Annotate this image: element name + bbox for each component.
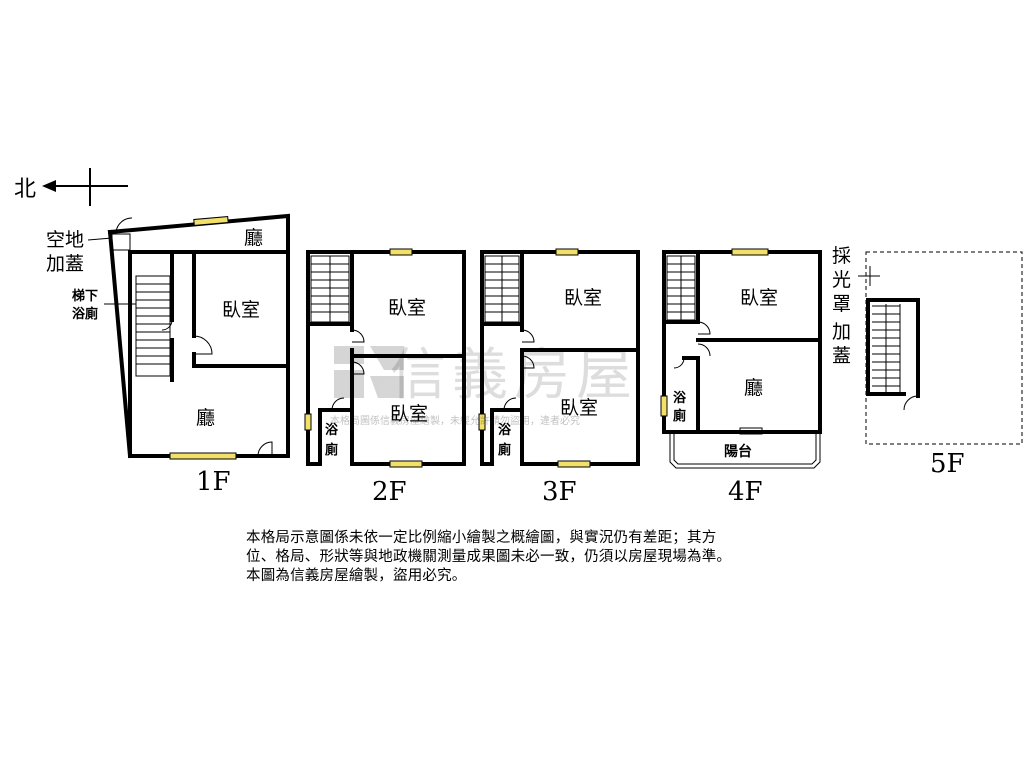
- floor-4-label: 4F: [728, 477, 763, 507]
- floor-1-plan: 空地 加蓋 梯下 浴廁 廳 臥室 廳 1F: [46, 213, 290, 497]
- floor-3-bath-label-2: 廁: [498, 442, 511, 458]
- disclaimer-line-1: 本格局示意圖係未依一定比例縮小繪製之概繪圖，與實況仍有差距；其方: [246, 530, 717, 546]
- floor-5-plan: 採 光 罩 加 蓋 5F: [832, 245, 1023, 479]
- watermark-logo-icon: [334, 346, 404, 398]
- disclaimer-line-2: 位、格局、形狀等與地政機關測量成果圖未必一致，仍須以房屋現場為準。: [246, 549, 732, 565]
- floor-1-stair-bath-label: 梯下: [72, 288, 98, 304]
- floor-5-skylight-label-2: 光: [832, 269, 851, 291]
- floor-4-bath-label-2: 廁: [673, 408, 686, 424]
- stairs: [135, 275, 171, 377]
- floor-1-stair-bath-label-2: 浴廁: [72, 306, 98, 322]
- floor-1-bedroom-label: 臥室: [222, 299, 260, 321]
- watermark-notice: 本格局圖係信義房屋繪製，未經允許請勿盜用，違者必究: [330, 416, 580, 427]
- floor-3-bath-label: 浴: [498, 422, 512, 438]
- floor-3-bedroom-bottom-label: 臥室: [560, 397, 598, 419]
- disclaimer-text: 本格局示意圖係未依一定比例縮小繪製之概繪圖，與實況仍有差距；其方 位、格局、形狀…: [246, 529, 846, 586]
- floor-2-bath-label-2: 廁: [325, 442, 338, 458]
- floor-4-bedroom-label: 臥室: [740, 287, 778, 309]
- floor-5-skylight-label-5: 蓋: [832, 345, 851, 367]
- floor-4-living-label: 廳: [744, 377, 763, 399]
- balcony: [669, 427, 821, 469]
- floor-5-skylight-label-4: 加: [832, 321, 851, 343]
- floor-5-skylight-label-1: 採: [832, 245, 851, 267]
- floor-1-annex-label-2: 加蓋: [46, 253, 84, 275]
- floor-2-plan: 臥室 臥室 浴 廁 2F: [304, 248, 466, 507]
- floor-2-label: 2F: [372, 477, 407, 507]
- stairs: [872, 304, 901, 392]
- floor-5-label: 5F: [930, 449, 965, 479]
- floor-2-bath-label: 浴: [325, 422, 339, 438]
- floor-2-bedroom-top-label: 臥室: [388, 297, 426, 319]
- floor-3-plan: 臥室 臥室 浴 廁 3F: [478, 248, 640, 507]
- stairs: [310, 255, 350, 323]
- disclaimer-line-3: 本圖為信義房屋繪製，盜用必究。: [246, 568, 467, 584]
- stairs: [666, 255, 696, 321]
- north-arrow-icon: [42, 180, 56, 192]
- north-compass: 北: [14, 168, 128, 206]
- floor-1-annex-label: 空地: [46, 229, 84, 251]
- floor-4-bath-label: 浴: [673, 390, 687, 406]
- floor-1-top-room-label: 廳: [244, 227, 263, 249]
- floor-1-label: 1F: [196, 467, 231, 497]
- floor-2-bedroom-bottom-label: 臥室: [390, 403, 428, 425]
- watermark-brand: 信義房屋: [390, 343, 638, 408]
- floor-4-balcony-label: 陽台: [724, 443, 752, 460]
- north-label: 北: [14, 177, 36, 202]
- stairs: [484, 255, 520, 323]
- floor-3-label: 3F: [542, 477, 577, 507]
- floor-1-living-label: 廳: [196, 407, 215, 429]
- floor-3-bedroom-top-label: 臥室: [564, 287, 602, 309]
- floor-5-skylight-label-3: 罩: [832, 293, 851, 315]
- floor-4-plan: 臥室 廳 浴 廁 陽台 4F: [660, 248, 822, 507]
